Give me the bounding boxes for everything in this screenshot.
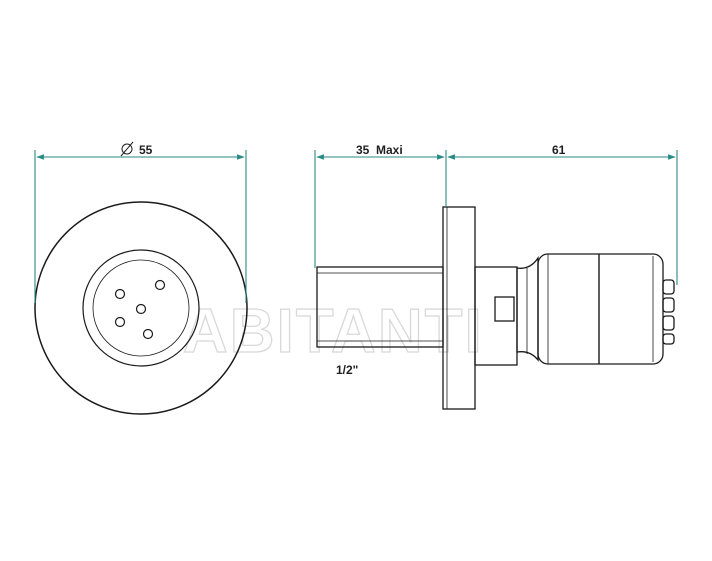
jet-tip-1 <box>662 279 675 295</box>
diameter-value: 55 <box>139 143 153 157</box>
length-label: 61 <box>552 143 566 157</box>
diameter-symbol-icon <box>121 143 133 155</box>
side-view <box>316 206 675 410</box>
diameter-label: 55 <box>120 141 153 157</box>
jet-tip-4 <box>662 333 675 345</box>
thread-label: 1/2" <box>336 363 358 377</box>
jet-hole-bottom-right <box>142 328 154 340</box>
dimension-lines <box>34 150 678 303</box>
jet-hole-top-left <box>114 288 126 300</box>
jet-hole-center <box>135 303 147 315</box>
key-block <box>494 296 515 322</box>
jet-hole-top-right <box>154 279 166 291</box>
nozzle-outer-ring <box>82 249 200 367</box>
ball-joint-neck <box>516 255 539 362</box>
depth-label: 35 Maxi <box>356 143 403 157</box>
front-view <box>34 201 248 415</box>
nozzle-inner-ring <box>92 259 190 357</box>
nozzle-body <box>537 253 664 365</box>
watermark-text: ABITANTI <box>183 297 484 366</box>
jet-tip-3 <box>662 315 675 331</box>
jet-hole-bottom-left <box>114 316 126 328</box>
jet-tip-2 <box>662 297 675 313</box>
outer-flange-circle <box>34 201 248 415</box>
